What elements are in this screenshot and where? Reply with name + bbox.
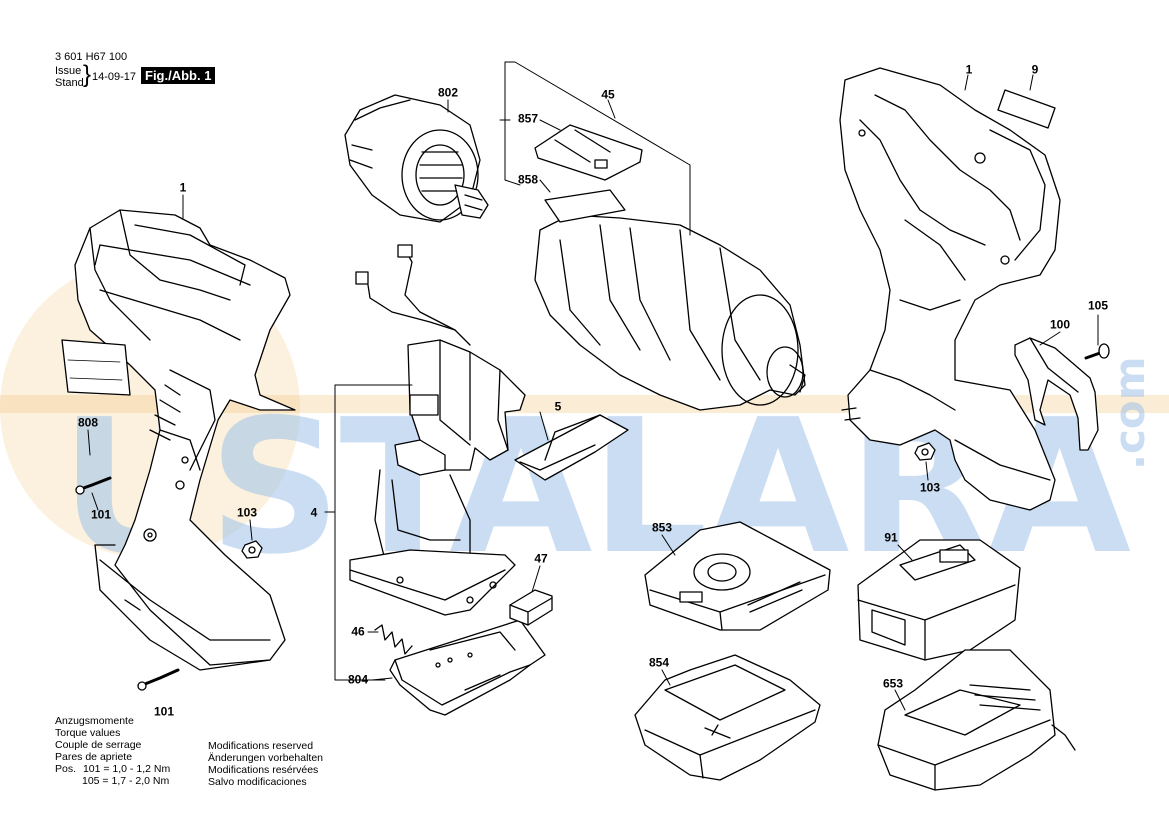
torque-row-101: 101 = 1,0 - 1,2 Nm — [82, 763, 171, 775]
modifications-line: Änderungen vorbehalten — [208, 752, 324, 764]
callout-101-upper: 101 — [90, 507, 112, 522]
callout-857: 857 — [517, 111, 539, 126]
torque-line: Anzugsmomente — [55, 715, 134, 727]
belt-clip-100-drawing — [1014, 337, 1099, 451]
housing-right-drawing — [839, 67, 1061, 511]
callout-46: 46 — [351, 624, 365, 639]
callout-45: 45 — [601, 87, 615, 102]
spring-46-drawing — [374, 624, 413, 655]
charger-653-drawing — [877, 649, 1076, 791]
issue-label: Issue — [55, 65, 82, 77]
modifications-line: Salvo modificaciones — [208, 776, 307, 788]
nut-103-left-drawing — [241, 540, 263, 559]
figure-label: Fig./Abb. 1 — [141, 67, 216, 84]
adapter-854-drawing — [634, 654, 821, 781]
torque-line: Pares de apriete — [55, 751, 133, 763]
callout-5: 5 — [554, 399, 562, 414]
torque-pos-label: Pos. — [55, 763, 77, 775]
housing-left-drawing — [74, 209, 296, 671]
brace: } — [83, 61, 92, 88]
callout-1-left: 1 — [179, 180, 187, 195]
callout-1-right: 1 — [965, 62, 973, 77]
label-808-drawing — [61, 339, 131, 396]
screw-105-drawing — [1084, 343, 1110, 360]
callout-103-right: 103 — [919, 480, 941, 495]
label-9-drawing — [997, 89, 1056, 129]
callout-853: 853 — [651, 520, 673, 535]
torque-line: Couple de serrage — [55, 739, 142, 751]
callout-9: 9 — [1031, 62, 1039, 77]
pad-47-drawing — [509, 589, 553, 626]
adapter-853-drawing — [644, 521, 831, 631]
screw-101-upper-drawing — [75, 476, 112, 495]
plate-804-drawing — [389, 619, 546, 716]
callout-91: 91 — [884, 530, 898, 545]
callout-858: 858 — [517, 172, 539, 187]
callout-854: 854 — [648, 655, 670, 670]
torque-values: Anzugsmomente Torque values Couple de se… — [55, 715, 170, 787]
callout-100: 100 — [1049, 317, 1071, 332]
nut-103-right-drawing — [914, 442, 936, 461]
callout-105: 105 — [1087, 298, 1109, 313]
callout-808: 808 — [77, 415, 99, 430]
selector-857-drawing — [534, 124, 643, 181]
battery-91-drawing — [857, 539, 1021, 661]
wiring-drawing — [355, 244, 471, 346]
callout-804: 804 — [347, 672, 369, 687]
screw-101-lower-drawing — [137, 668, 180, 691]
torque-row-105: 105 = 1,7 - 2,0 Nm — [82, 775, 170, 787]
modifications-line: Modifications resérvées — [208, 764, 319, 776]
bracket-4-drawing — [324, 384, 413, 681]
torque-line: Torque values — [55, 727, 121, 739]
callout-103-left: 103 — [236, 505, 258, 520]
callout-802: 802 — [437, 85, 459, 100]
callout-4: 4 — [310, 505, 318, 520]
leader-lines-drawing — [87, 74, 1099, 711]
bracket-45-drawing — [499, 61, 691, 236]
motor-drawing — [344, 94, 489, 223]
callout-101-lower: 101 — [153, 704, 175, 719]
callout-47: 47 — [534, 551, 548, 566]
gearbox-chuck-drawing — [534, 189, 806, 411]
switch-drawing — [349, 339, 526, 616]
modifications-notice: Modifications reserved Änderungen vorbeh… — [208, 740, 323, 788]
modifications-line: Modifications reserved — [208, 740, 314, 752]
part-number: 3 601 H67 100 — [55, 51, 128, 63]
stand-label: Stand — [55, 77, 84, 89]
issue-date: 14-09-17 — [92, 71, 137, 83]
part-5-drawing — [514, 414, 629, 481]
callout-653: 653 — [882, 676, 904, 691]
